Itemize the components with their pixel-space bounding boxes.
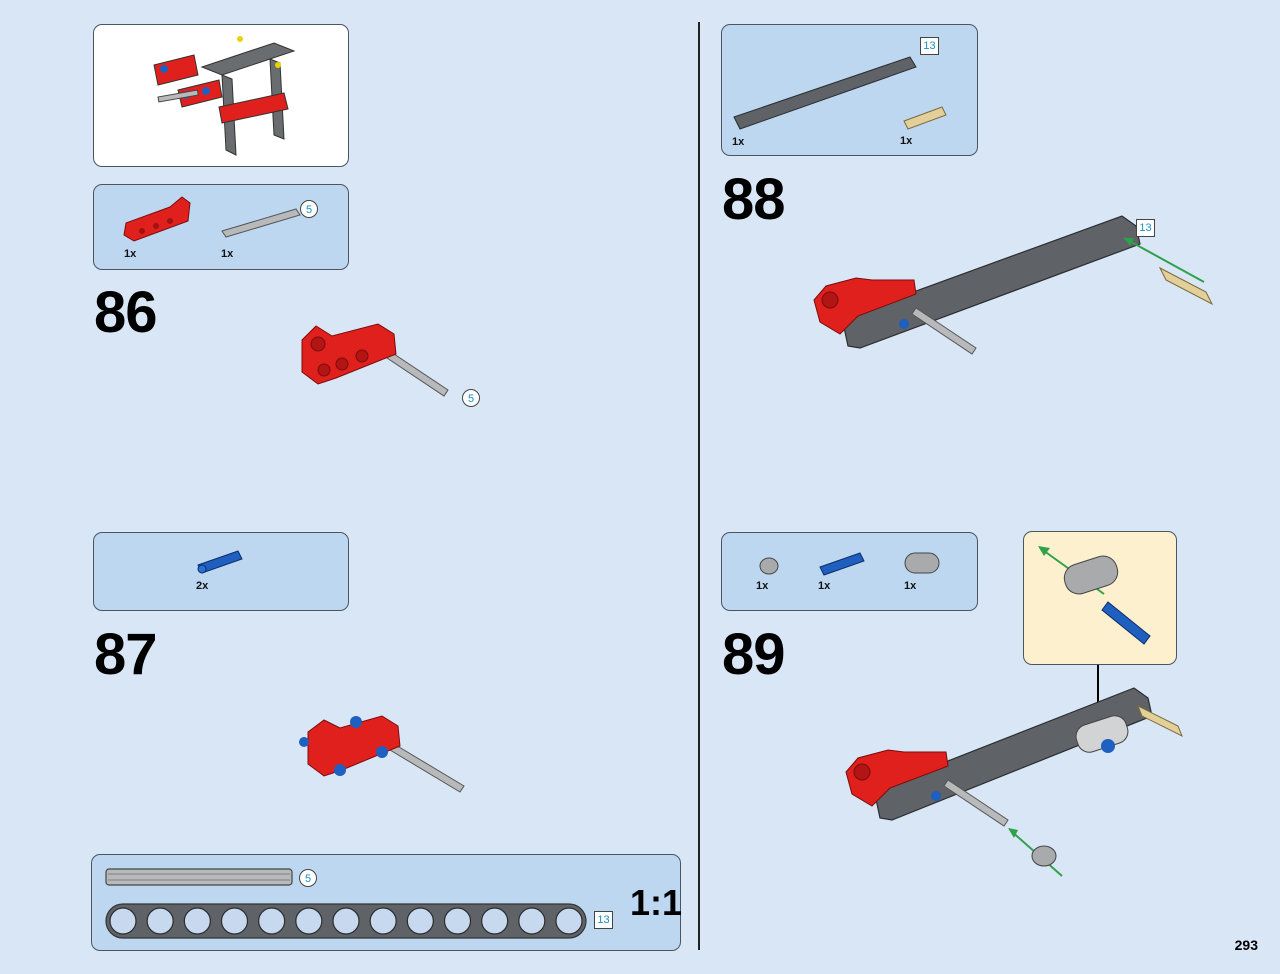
step-number: 87: [94, 622, 158, 687]
part-quantity: 1x: [900, 135, 913, 147]
part-quantity: 1x: [818, 580, 831, 592]
part-quantity: 1x: [221, 248, 234, 260]
parts-panel-step-86: 1x 1x 5: [93, 184, 349, 270]
beam-hole: [332, 907, 360, 935]
axle-part: [221, 208, 301, 238]
beam-hole: [369, 907, 397, 935]
beam-hole: [481, 907, 509, 935]
step-86-model: [301, 323, 449, 397]
part-quantity: 1x: [756, 580, 769, 592]
length-indicator: 5: [462, 389, 480, 407]
subassembly-illustration: [1038, 546, 1151, 645]
beam-hole: [146, 907, 174, 935]
length-indicator: 13: [920, 37, 939, 55]
step-number: 89: [722, 622, 786, 687]
page-number: 293: [1234, 937, 1258, 953]
length-indicator: 13: [1136, 219, 1155, 237]
ruler-panel: 5 13 1:1: [91, 854, 683, 951]
bush-part: [759, 557, 779, 575]
part-quantity: 1x: [732, 136, 745, 148]
column-divider: [698, 22, 700, 950]
beam-hole: [295, 907, 323, 935]
beam-hole: [183, 907, 211, 935]
beam-ruler: [105, 903, 587, 939]
step-88-model: [813, 215, 1214, 355]
part-quantity: 1x: [124, 248, 137, 260]
beam-hole: [220, 907, 249, 935]
beam-hole: [406, 907, 434, 935]
gray-beam-part: [733, 56, 917, 130]
assembly-preview-illustration: [153, 36, 296, 156]
length-indicator: 13: [594, 911, 613, 929]
length-indicator: 5: [300, 200, 318, 218]
beam-hole: [258, 907, 286, 935]
length-indicator: 5: [299, 869, 317, 887]
beam-hole: [109, 907, 137, 935]
blue-pin-part: [819, 552, 865, 576]
part-quantity: 2x: [196, 580, 209, 592]
subassembly-callout: [1023, 531, 1177, 665]
step-89-model: [845, 687, 1183, 877]
parts-panel-step-87: 2x: [93, 532, 349, 611]
parts-panel-step-88: 1x 13 1x: [721, 24, 978, 156]
blue-pin-part: [197, 550, 243, 574]
axle-ruler: [105, 868, 293, 886]
step-87-model: [299, 715, 465, 793]
beam-hole: [518, 907, 546, 935]
scale-label: 1:1: [630, 882, 683, 923]
step-number: 88: [722, 167, 786, 232]
beam-hole: [555, 907, 583, 935]
beam-hole: [443, 907, 472, 935]
gray-connector-part: [904, 552, 940, 574]
parts-panel-step-89: 1x 1x 1x: [721, 532, 978, 611]
tan-pin-part: [903, 106, 947, 130]
step-number: 86: [94, 280, 158, 345]
part-quantity: 1x: [904, 580, 917, 592]
assembly-preview-panel: [93, 24, 349, 167]
red-l-beam-part: [123, 196, 191, 242]
